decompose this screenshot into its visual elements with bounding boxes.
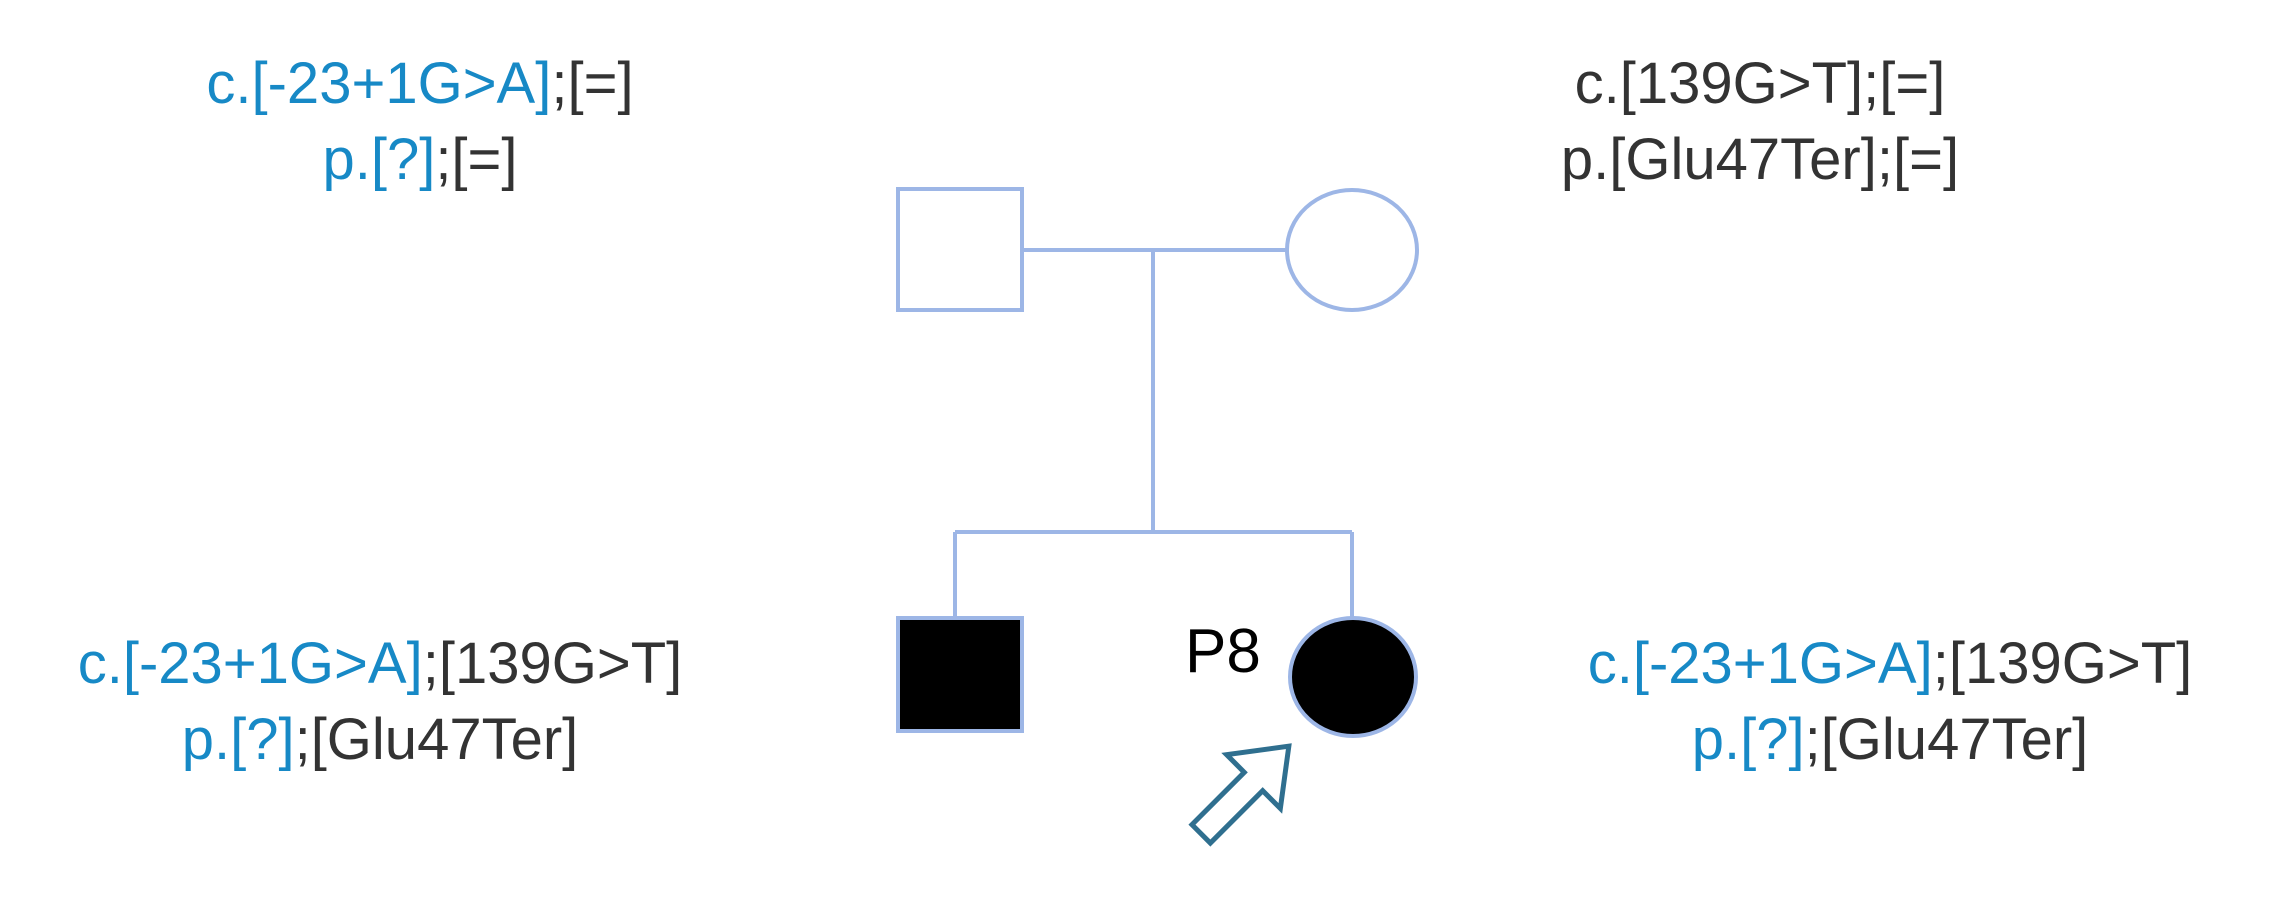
father-genotype: c.[-23+1G>A];[=] p.[?];[=] [120,46,720,198]
father-c-variant: c.[-23+1G>A] [206,51,552,116]
proband-c-other: ;[139G>T] [1932,631,2193,696]
mother-p-variant: p.[Glu47Ter] [1560,127,1877,192]
arrow-pointer-icon [1188,743,1292,847]
brother-p-line: p.[?];[Glu47Ter] [0,702,760,778]
father-c-line: c.[-23+1G>A];[=] [120,46,720,122]
father-p-variant: p.[?] [322,127,436,192]
brother-p-other: ;[Glu47Ter] [294,707,579,772]
brother-c-other: ;[139G>T] [422,631,683,696]
proband-symbol [1288,616,1418,738]
father-p-line: p.[?];[=] [120,122,720,198]
mother-genotype: c.[139G>T];[=] p.[Glu47Ter];[=] [1480,46,2040,198]
mother-symbol [1285,188,1419,312]
proband-p-line: p.[?];[Glu47Ter] [1510,702,2270,778]
proband-id: P8 [1185,617,1261,686]
proband-genotype: c.[-23+1G>A];[139G>T] p.[?];[Glu47Ter] [1510,626,2270,778]
proband-p-variant: p.[?] [1691,707,1805,772]
mother-c-other: ;[=] [1863,51,1946,116]
brother-genotype: c.[-23+1G>A];[139G>T] p.[?];[Glu47Ter] [0,626,760,778]
mother-p-line: p.[Glu47Ter];[=] [1480,122,2040,198]
father-symbol [896,187,1024,312]
proband-p-other: ;[Glu47Ter] [1804,707,2089,772]
father-c-other: ;[=] [551,51,634,116]
proband-c-line: c.[-23+1G>A];[139G>T] [1510,626,2270,702]
mother-p-other: ;[=] [1876,127,1960,192]
brother-c-line: c.[-23+1G>A];[139G>T] [0,626,760,702]
father-p-other: ;[=] [435,127,518,192]
mother-c-variant: c.[139G>T] [1574,51,1864,116]
proband-c-variant: c.[-23+1G>A] [1587,631,1933,696]
brother-symbol [896,616,1024,733]
brother-c-variant: c.[-23+1G>A] [77,631,423,696]
mother-c-line: c.[139G>T];[=] [1480,46,2040,122]
brother-p-variant: p.[?] [181,707,295,772]
